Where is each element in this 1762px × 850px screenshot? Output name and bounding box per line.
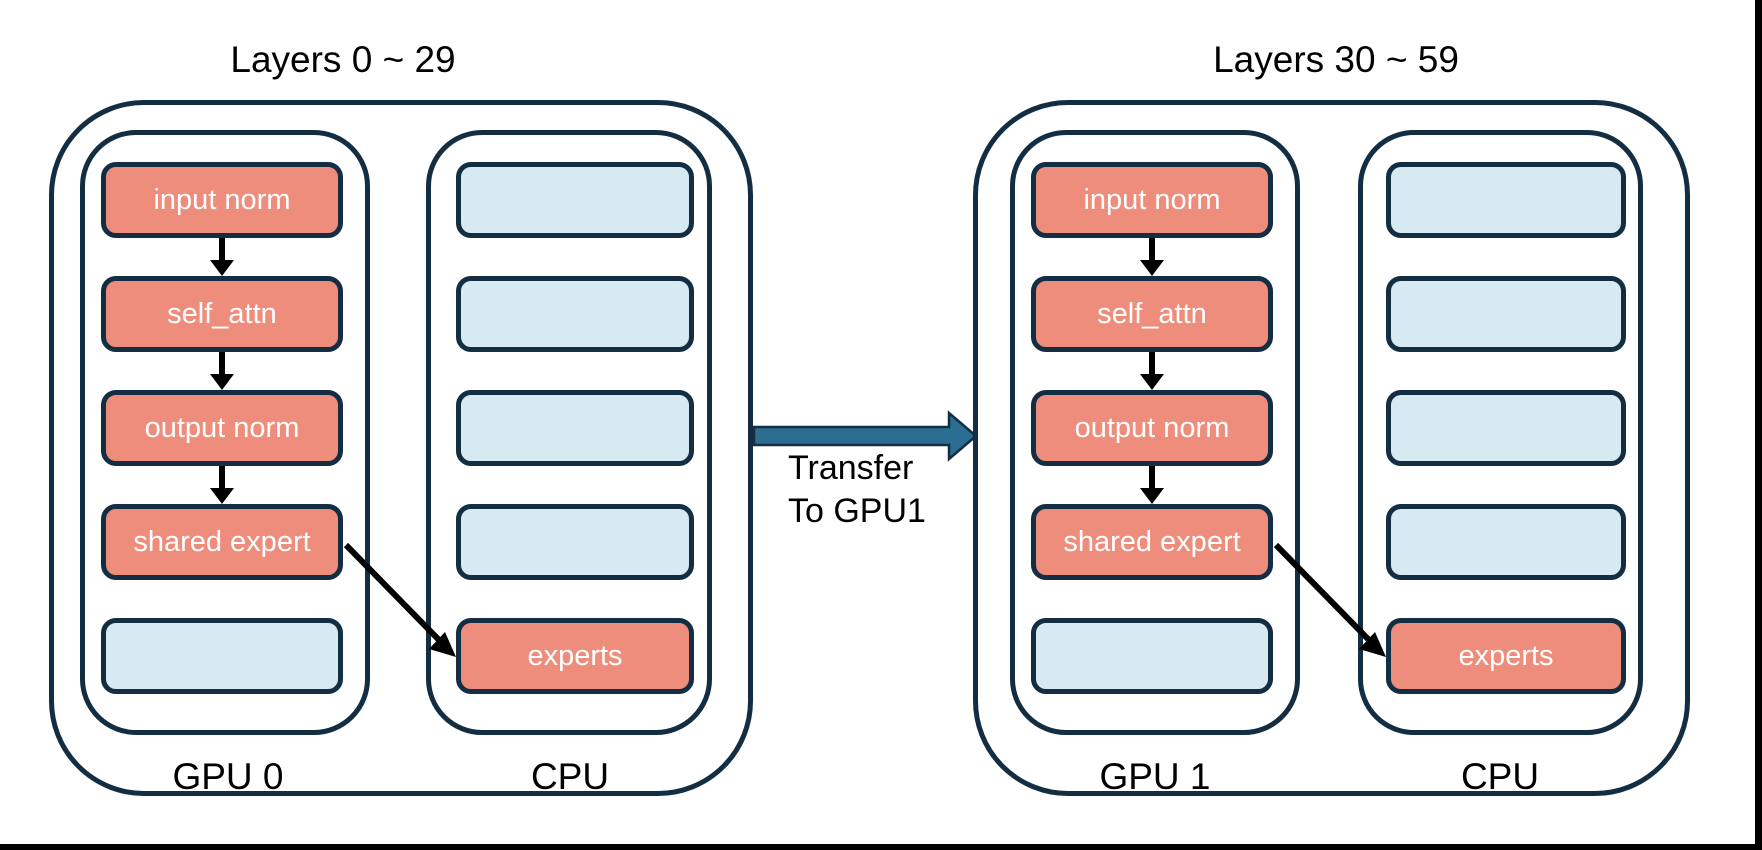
empty-slot [1386,390,1626,466]
module-label: experts [527,639,623,672]
group-0-node-container [49,100,753,796]
module-box-experts: experts [1386,618,1626,694]
module-box-shared-expert: shared expert [101,504,343,580]
module-label: input norm [153,183,291,216]
group-0-gpu-label: GPU 0 [172,756,284,797]
module-label: self_attn [1097,297,1207,330]
page-bottom-border [0,844,1762,850]
module-label: output norm [1074,411,1230,444]
flow-arrow-down-icon [210,466,234,504]
module-label: input norm [1083,183,1221,216]
transfer-label-line2: To GPU1 [788,492,926,530]
flow-arrow-down-icon [1140,352,1164,390]
module-label: shared expert [1063,525,1241,558]
empty-slot [456,504,694,580]
module-label: self_attn [167,297,277,330]
module-label: output norm [144,411,300,444]
module-box-self-attn: self_attn [101,276,343,352]
module-box-experts: experts [456,618,694,694]
module-box-output-norm: output norm [101,390,343,466]
offload-arrow-icon [1273,542,1386,657]
empty-slot [1386,504,1626,580]
empty-slot [456,162,694,238]
module-box-self-attn: self_attn [1031,276,1273,352]
group-0-title: Layers 0 ~ 29 [230,39,456,80]
group-1-cpu-label: CPU [1460,756,1540,797]
flow-arrow-down-icon [210,238,234,276]
group-1-gpu-panel [1010,130,1300,735]
page-right-border [1755,0,1762,850]
group-0-cpu-label: CPU [530,756,610,797]
empty-slot [1031,618,1273,694]
module-label: shared expert [133,525,311,558]
module-box-shared-expert: shared expert [1031,504,1273,580]
empty-slot [456,390,694,466]
group-1-title: Layers 30 ~ 59 [1213,39,1459,80]
empty-slot [101,618,343,694]
flow-arrow-down-icon [1140,238,1164,276]
flow-arrow-down-icon [1140,466,1164,504]
transfer-arrow-icon [753,410,978,462]
module-box-input-norm: input norm [101,162,343,238]
empty-slot [1386,276,1626,352]
group-0-gpu-panel [80,130,370,735]
flow-arrow-down-icon [210,352,234,390]
group-0-cpu-panel [426,130,712,735]
group-1-gpu-label: GPU 1 [1099,756,1211,797]
group-1-node-container [973,100,1690,796]
group-1-cpu-panel [1358,130,1643,735]
empty-slot [1386,162,1626,238]
module-box-input-norm: input norm [1031,162,1273,238]
module-label: experts [1458,639,1554,672]
transfer-label-line1: Transfer [788,449,914,487]
transfer-label: Transfer To GPU1 [788,447,926,533]
empty-slot [456,276,694,352]
module-box-output-norm: output norm [1031,390,1273,466]
offload-arrow-icon [343,542,456,657]
